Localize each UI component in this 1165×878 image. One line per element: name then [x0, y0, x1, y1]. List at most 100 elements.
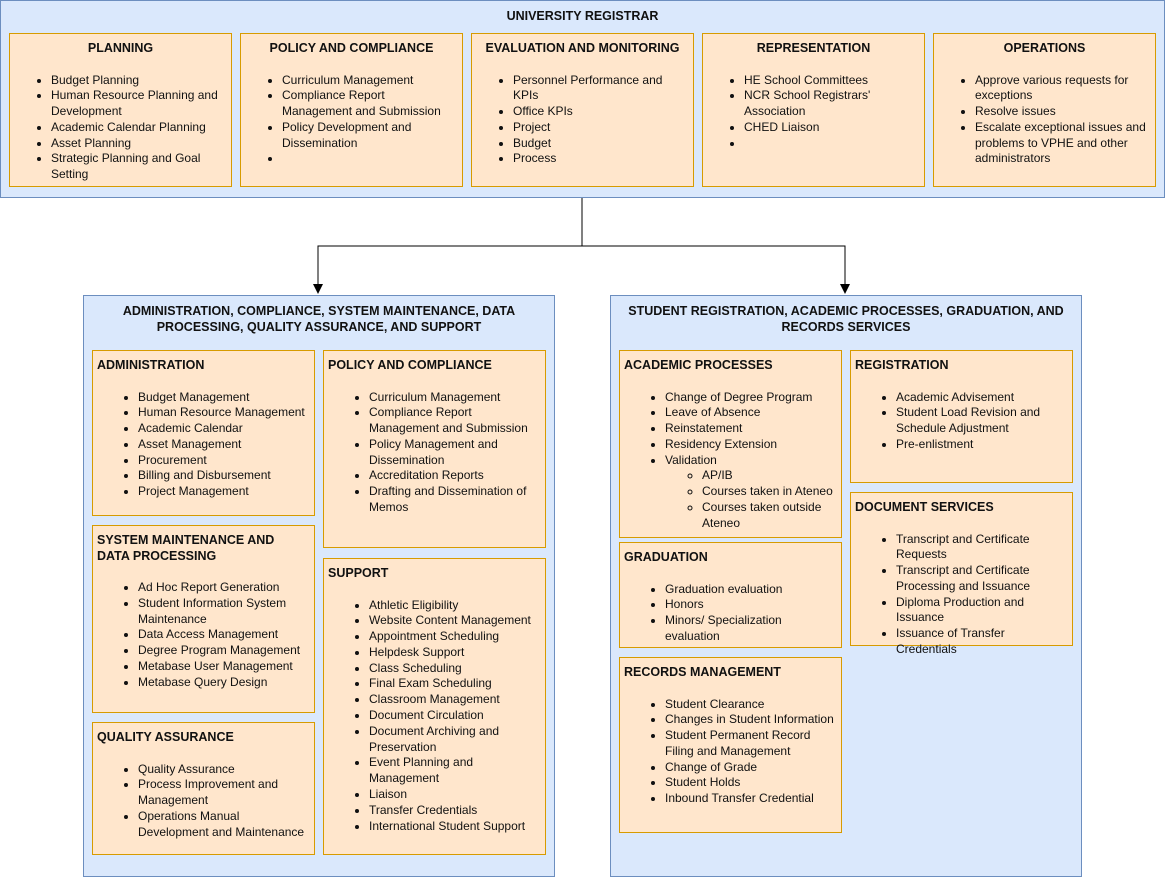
list-item: Budget [513, 136, 689, 152]
list-item: Changes in Student Information [665, 712, 837, 728]
list-item: NCR School Registrars' Association [744, 88, 920, 120]
list-item: Website Content Management [369, 613, 541, 629]
list-item: Budget Planning [51, 73, 227, 89]
list-item: Class Scheduling [369, 661, 541, 677]
list-item: Student Information System Maintenance [138, 596, 310, 628]
list-item: Quality Assurance [138, 762, 310, 778]
system-maintenance-title: SYSTEM MAINTENANCE AND DATA PROCESSING [97, 533, 275, 563]
list-item: Data Access Management [138, 627, 310, 643]
list-item: Document Circulation [369, 708, 541, 724]
list-item: Project Management [138, 484, 310, 500]
list-item: Helpdesk Support [369, 645, 541, 661]
university-registrar-title: UNIVERSITY REGISTRAR [506, 9, 659, 23]
graduation-title: GRADUATION [624, 550, 708, 564]
list-item-validation: Validation AP/IB Courses taken in Ateneo… [665, 453, 837, 532]
list-item: Escalate exceptional issues and problems… [975, 120, 1151, 167]
list-item: Project [513, 120, 689, 136]
list-item: Transcript and Certificate Requests [896, 532, 1068, 564]
list-item: Policy Management and Dissemination [369, 437, 541, 469]
list-item-empty [282, 151, 458, 167]
list-item: Billing and Disbursement [138, 468, 310, 484]
list-item: Metabase Query Design [138, 675, 310, 691]
list-item: Minors/ Specialization evaluation [665, 613, 837, 645]
list-item: Academic Calendar Planning [51, 120, 227, 136]
list-item: Residency Extension [665, 437, 837, 453]
list-item: Classroom Management [369, 692, 541, 708]
graduation-box: GRADUATION Graduation evaluation Honors … [619, 542, 842, 648]
list-item: Asset Planning [51, 136, 227, 152]
connector-to-right [582, 245, 850, 294]
list-item: Change of Degree Program [665, 390, 837, 406]
list-item-empty [744, 136, 920, 152]
administration-division-title: ADMINISTRATION, COMPLIANCE, SYSTEM MAINT… [122, 304, 516, 334]
academic-processes-box: ACADEMIC PROCESSES Change of Degree Prog… [619, 350, 842, 538]
registration-title: REGISTRATION [855, 358, 949, 372]
list-item: Diploma Production and Issuance [896, 595, 1068, 627]
list-item: Academic Advisement [896, 390, 1068, 406]
list-item: Curriculum Management [282, 73, 458, 89]
administration-box: ADMINISTRATION Budget Management Human R… [92, 350, 315, 516]
list-item: Pre-enlistment [896, 437, 1068, 453]
list-item: Honors [665, 597, 837, 613]
evaluation-monitoring-box: EVALUATION AND MONITORING Personnel Perf… [471, 33, 694, 187]
representation-title: REPRESENTATION [756, 41, 871, 55]
document-services-title: DOCUMENT SERVICES [855, 500, 994, 514]
list-item: Process [513, 151, 689, 167]
representation-box: REPRESENTATION HE School Committees NCR … [702, 33, 925, 187]
top-policy-compliance-box: POLICY AND COMPLIANCE Curriculum Managem… [240, 33, 463, 187]
system-maintenance-box: SYSTEM MAINTENANCE AND DATA PROCESSING A… [92, 525, 315, 713]
list-item: Transfer Credentials [369, 803, 541, 819]
list-item: Student Load Revision and Schedule Adjus… [896, 405, 1068, 437]
sub-list-item: AP/IB [702, 468, 837, 484]
list-item: Degree Program Management [138, 643, 310, 659]
list-item: Appointment Scheduling [369, 629, 541, 645]
list-item: Academic Calendar [138, 421, 310, 437]
list-item: CHED Liaison [744, 120, 920, 136]
academic-processes-title: ACADEMIC PROCESSES [624, 358, 773, 372]
list-item: Compliance Report Management and Submiss… [369, 405, 541, 437]
records-management-title: RECORDS MANAGEMENT [624, 665, 781, 679]
list-item: Ad Hoc Report Generation [138, 580, 310, 596]
list-item: Metabase User Management [138, 659, 310, 675]
list-item: Final Exam Scheduling [369, 676, 541, 692]
connector-to-left [313, 245, 582, 294]
list-item: Student Clearance [665, 697, 837, 713]
left-policy-compliance-title: POLICY AND COMPLIANCE [328, 358, 492, 372]
list-item: Office KPIs [513, 104, 689, 120]
list-item: Leave of Absence [665, 405, 837, 421]
quality-assurance-box: QUALITY ASSURANCE Quality Assurance Proc… [92, 722, 315, 855]
student-services-division-title: STUDENT REGISTRATION, ACADEMIC PROCESSES… [628, 304, 1064, 334]
list-item: Reinstatement [665, 421, 837, 437]
support-box: SUPPORT Athletic Eligibility Website Con… [323, 558, 546, 855]
list-item: Human Resource Management [138, 405, 310, 421]
list-item: Student Permanent Record Filing and Mana… [665, 728, 837, 760]
list-item: Drafting and Dissemination of Memos [369, 484, 541, 516]
list-item: Operations Manual Development and Mainte… [138, 809, 310, 841]
list-item: Liaison [369, 787, 541, 803]
sub-list-item: Courses taken outside Ateneo [702, 500, 837, 532]
operations-box: OPERATIONS Approve various requests for … [933, 33, 1156, 187]
list-item: Issuance of Transfer Credentials [896, 626, 1068, 658]
planning-box: PLANNING Budget Planning Human Resource … [9, 33, 232, 187]
list-item: Event Planning and Management [369, 755, 541, 787]
list-item: Inbound Transfer Credential [665, 791, 837, 807]
sub-list-item: Courses taken in Ateneo [702, 484, 837, 500]
list-item: HE School Committees [744, 73, 920, 89]
document-services-box: DOCUMENT SERVICES Transcript and Certifi… [850, 492, 1073, 656]
records-management-box: RECORDS MANAGEMENT Student Clearance Cha… [619, 657, 842, 833]
quality-assurance-title: QUALITY ASSURANCE [97, 730, 234, 744]
list-item: Curriculum Management [369, 390, 541, 406]
left-policy-compliance-box: POLICY AND COMPLIANCE Curriculum Managem… [323, 350, 546, 548]
list-item-label: Validation [665, 452, 717, 467]
list-item: Resolve issues [975, 104, 1151, 120]
registration-box: REGISTRATION Academic Advisement Student… [850, 350, 1073, 483]
list-item: Process Improvement and Management [138, 777, 310, 809]
list-item: Budget Management [138, 390, 310, 406]
list-item: Accreditation Reports [369, 468, 541, 484]
support-title: SUPPORT [328, 566, 389, 580]
list-item: Transcript and Certificate Processing an… [896, 563, 1068, 595]
list-item: Student Holds [665, 775, 837, 791]
list-item: Procurement [138, 453, 310, 469]
list-item: International Student Support [369, 819, 541, 835]
top-policy-compliance-title: POLICY AND COMPLIANCE [269, 41, 434, 55]
